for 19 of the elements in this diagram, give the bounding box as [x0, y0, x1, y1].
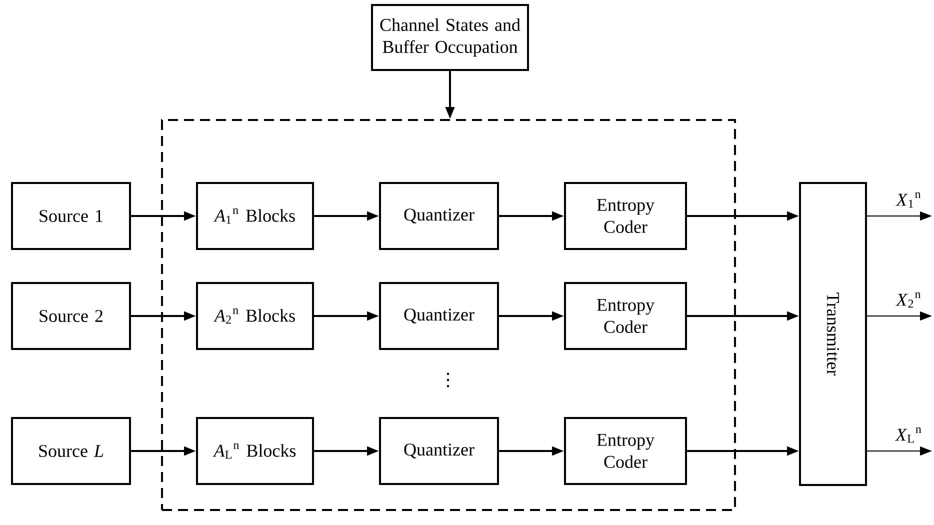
process-box: Quantizer — [379, 417, 499, 485]
process-box: Entropy Coder — [564, 417, 687, 485]
source-box: Source L — [11, 417, 131, 485]
source-box: Source 1 — [11, 182, 131, 250]
process-box: Channel States and Buffer Occupation — [371, 4, 529, 71]
process-box: A$_{2}$$^{n}$ Blocks — [196, 282, 314, 350]
edge-label: X$_{L}$n — [894, 427, 922, 443]
process-box: Quantizer — [379, 182, 499, 250]
process-box: A$_{1}$$^{n}$ Blocks — [196, 182, 314, 250]
ellipsis: ⋮ — [447, 372, 449, 388]
process-box: Quantizer — [379, 282, 499, 350]
process-box: Entropy Coder — [564, 282, 687, 350]
edge-label: X$_{1}$n — [896, 192, 921, 208]
process-box: Entropy Coder — [564, 182, 687, 250]
dashed-region — [161, 119, 736, 511]
source-box: Source 2 — [11, 282, 131, 350]
process-box: A$_{L}$$^{n}$ Blocks — [196, 417, 314, 485]
transmitter-box: Transmitter — [799, 182, 867, 486]
edge-label: X$_{2}$n — [896, 292, 921, 308]
